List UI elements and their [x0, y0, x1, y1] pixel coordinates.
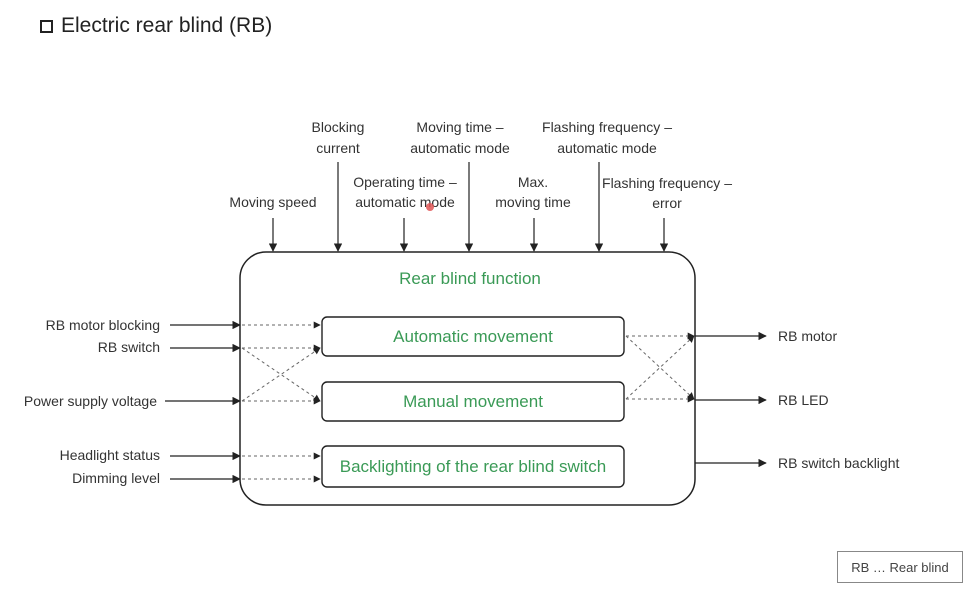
svg-text:automatic mode: automatic mode	[410, 140, 510, 156]
output-rb-switch-backlight: RB switch backlight	[778, 455, 899, 471]
automatic-movement-box	[321, 316, 625, 357]
top-input-flashing-auto: Flashing frequency – automatic mode	[542, 119, 672, 156]
top-input-blocking-current: Blocking current	[312, 119, 365, 156]
top-input-flashing-error: Flashing frequency – error	[602, 175, 732, 211]
checkbox-bullet-icon	[40, 19, 53, 33]
page-title-text: Electric rear blind (RB)	[61, 14, 273, 37]
backlighting-box	[321, 445, 625, 488]
svg-text:Moving speed: Moving speed	[229, 194, 316, 210]
svg-text:Flashing frequency –: Flashing frequency –	[542, 119, 672, 135]
internal-input-links	[241, 321, 321, 483]
manual-movement-label: Manual movement	[403, 392, 543, 411]
function-title: Rear blind function	[399, 269, 541, 288]
svg-text:Blocking: Blocking	[312, 119, 365, 135]
pointer-cursor-icon	[426, 203, 434, 211]
svg-text:Flashing frequency –: Flashing frequency –	[602, 175, 732, 191]
output-arrows	[695, 331, 767, 468]
input-power-supply-voltage: Power supply voltage	[24, 393, 157, 409]
input-dimming-level: Dimming level	[72, 470, 160, 486]
automatic-movement-label: Automatic movement	[393, 327, 553, 346]
svg-text:error: error	[652, 195, 682, 211]
output-rb-led: RB LED	[778, 392, 829, 408]
svg-text:current: current	[316, 140, 360, 156]
top-input-arrows	[268, 162, 669, 252]
internal-output-links	[625, 332, 695, 403]
top-input-moving-time: Moving time – automatic mode	[410, 119, 510, 156]
output-rb-motor: RB motor	[778, 328, 837, 344]
svg-text:Max.: Max.	[518, 174, 548, 190]
backlighting-label: Backlighting of the rear blind switch	[340, 457, 606, 476]
svg-text:moving time: moving time	[495, 194, 571, 210]
left-input-arrows	[165, 320, 241, 484]
top-input-operating-time: Operating time – automatic mode	[353, 174, 457, 210]
manual-movement-box	[321, 381, 625, 422]
legend-text: RB … Rear blind	[851, 559, 949, 575]
function-outer-box	[239, 251, 696, 506]
svg-text:Moving time –: Moving time –	[416, 119, 503, 135]
input-rb-switch: RB switch	[98, 339, 160, 355]
legend-box: RB … Rear blind	[837, 551, 963, 583]
input-rb-motor-blocking: RB motor blocking	[46, 317, 160, 333]
svg-text:automatic mode: automatic mode	[557, 140, 657, 156]
top-input-max-moving-time: Max. moving time	[495, 174, 571, 210]
top-input-moving-speed: Moving speed	[229, 194, 316, 210]
svg-text:automatic mode: automatic mode	[355, 194, 455, 210]
page-title: Electric rear blind (RB)	[40, 14, 272, 38]
input-headlight-status: Headlight status	[60, 447, 160, 463]
svg-text:Operating time –: Operating time –	[353, 174, 457, 190]
